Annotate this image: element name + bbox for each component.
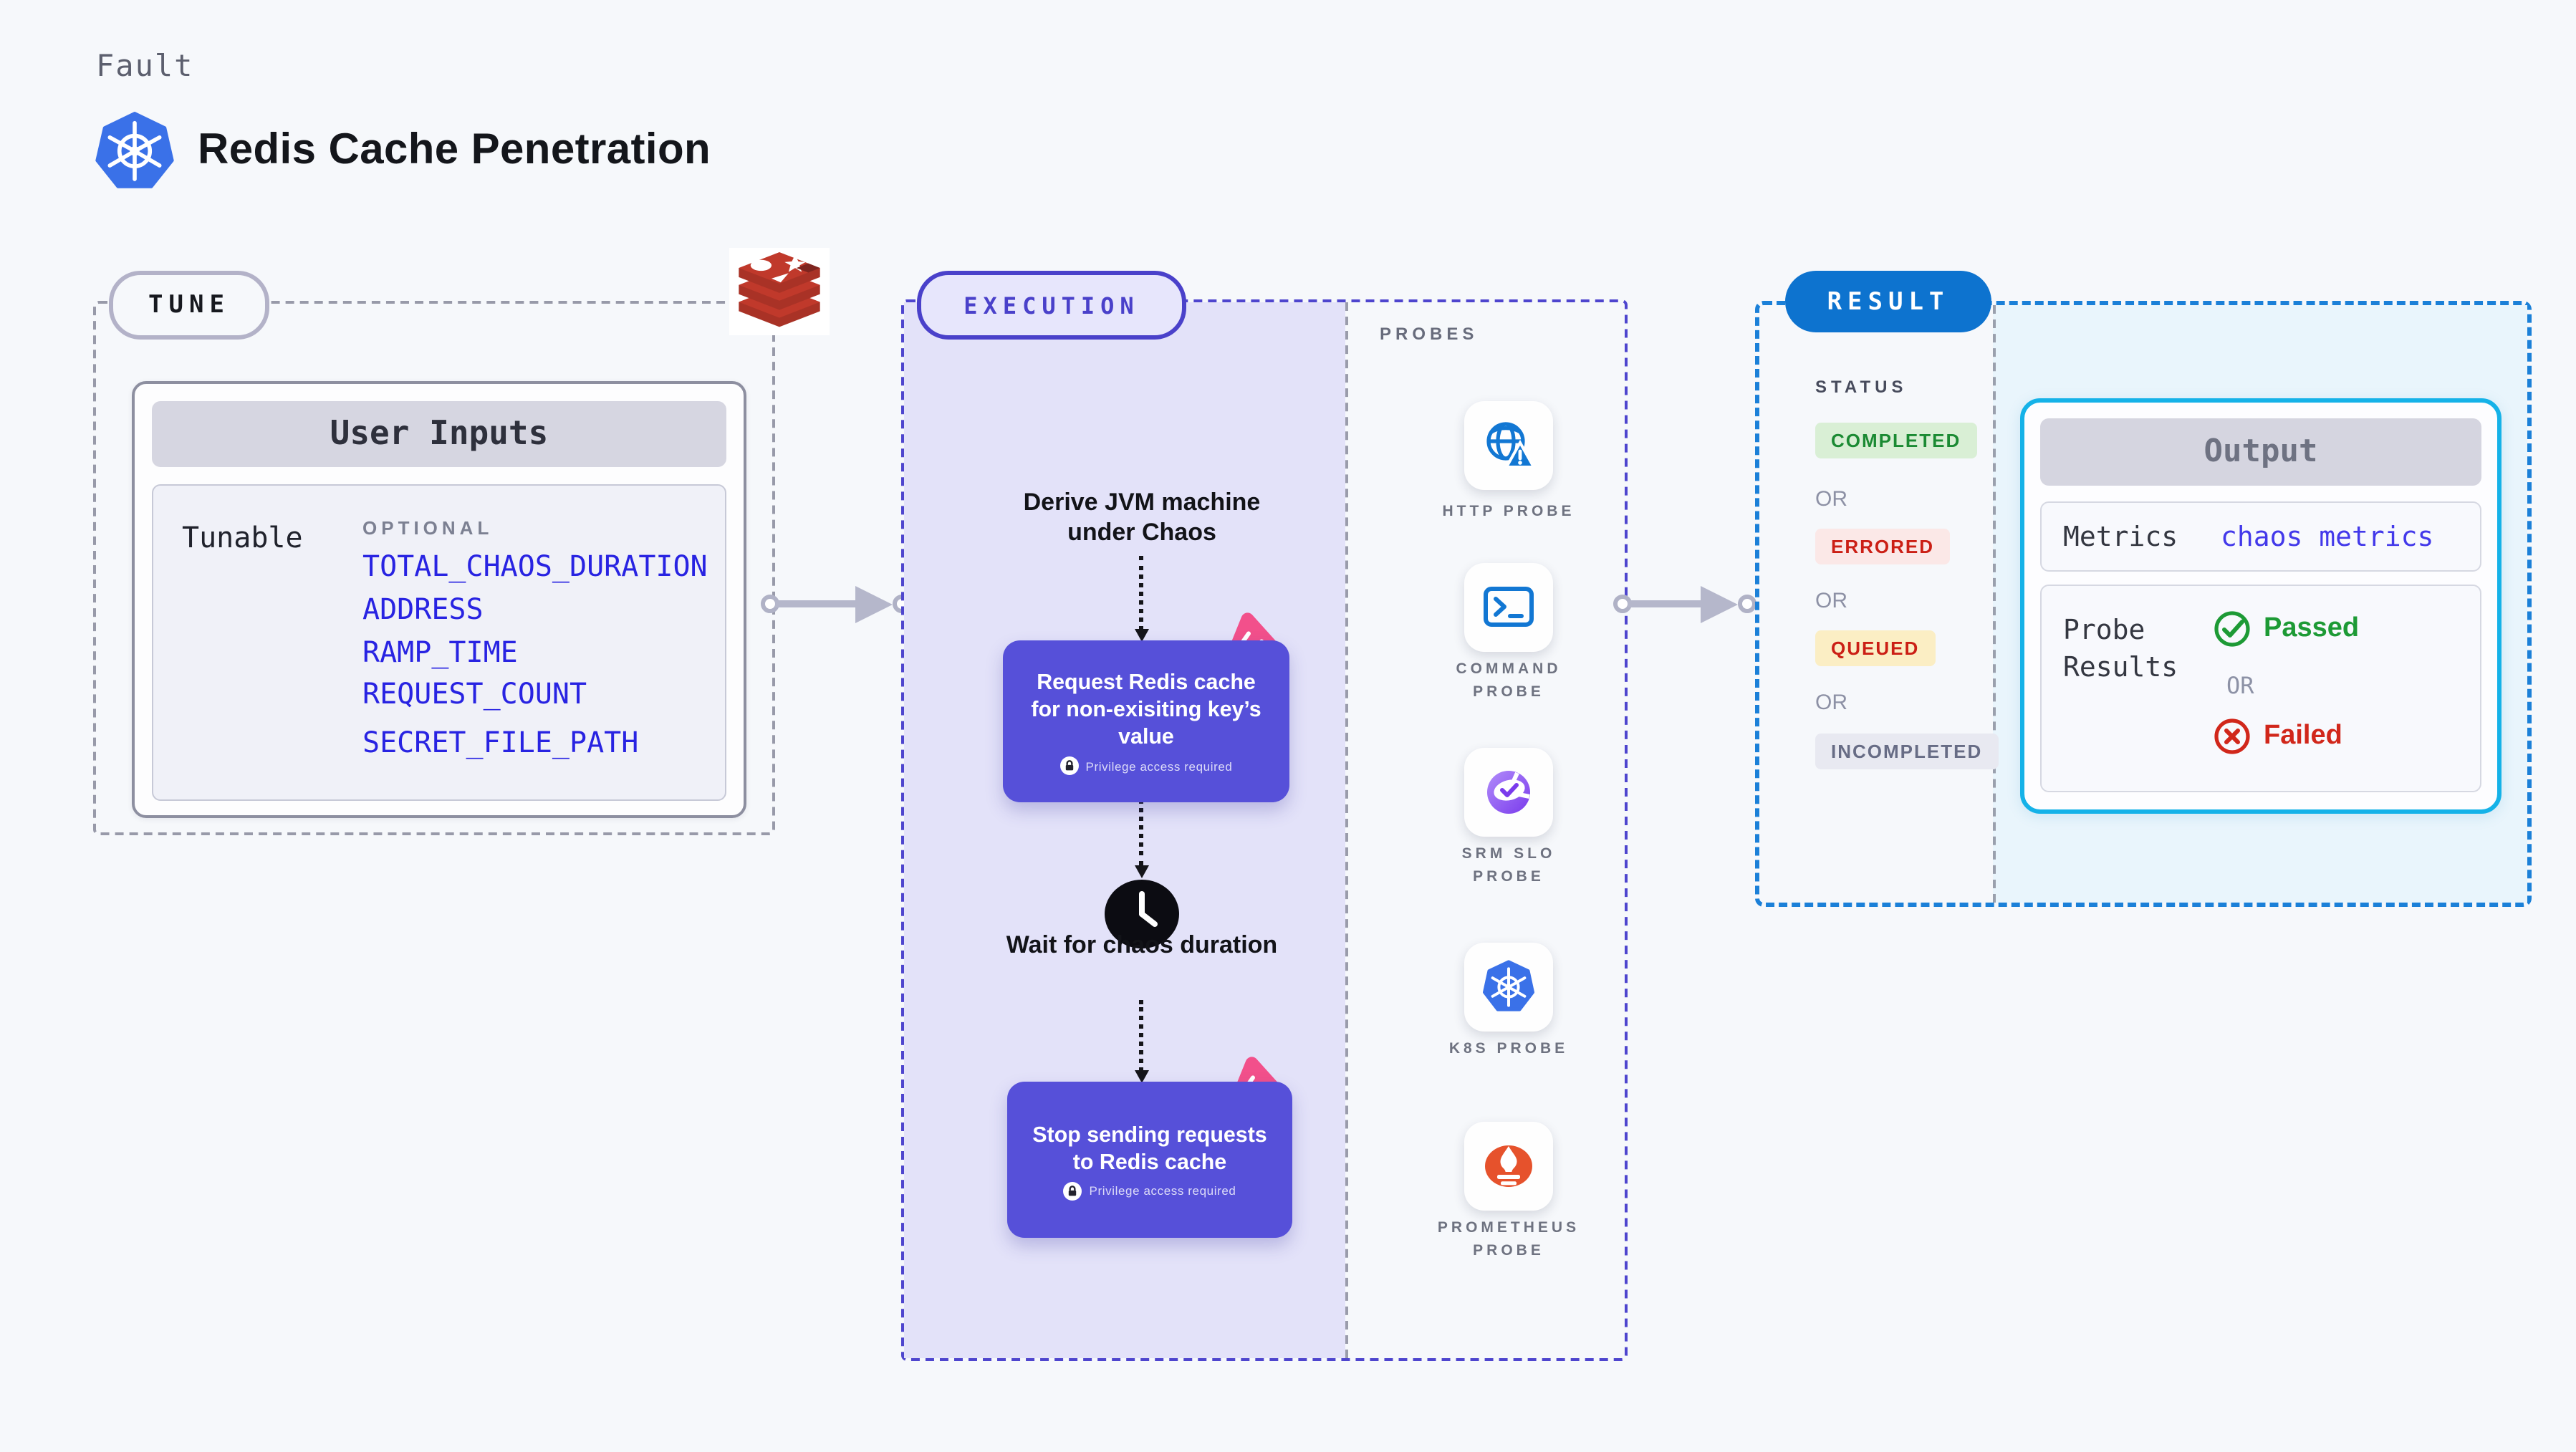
output-card: Output Metrics chaos metrics Probe Resul… <box>2020 398 2501 814</box>
or-separator: OR <box>1815 589 1847 613</box>
privilege-note-text: Privilege access required <box>1085 759 1233 773</box>
probe-card-prometheus <box>1464 1122 1553 1211</box>
status-badge-errored: ERRORED <box>1815 529 1951 564</box>
kubernetes-icon <box>1483 960 1534 1011</box>
flow-connector <box>1135 556 1149 642</box>
passed-label: Passed <box>2264 613 2360 643</box>
step-wait-duration: Wait for chaos duration <box>1006 931 1278 958</box>
variable-link[interactable]: SECRET_FILE_PATH <box>362 725 639 759</box>
chaos-step-card: Request Redis cache for non-exisiting ke… <box>1003 640 1289 802</box>
variable-link[interactable]: ADDRESS <box>362 592 484 626</box>
metrics-label: Metrics <box>2063 521 2178 553</box>
variable-link[interactable]: RAMP_TIME <box>362 635 518 669</box>
probe-label-http: HTTP PROBE <box>1442 503 1575 520</box>
flow-connector <box>1135 789 1149 878</box>
probe-label-command: COMMAND PROBE <box>1456 660 1562 701</box>
terminal-icon <box>1484 587 1534 627</box>
variable-link[interactable]: TOTAL_CHAOS_DURATION <box>362 549 708 583</box>
tune-section-box <box>93 301 775 835</box>
tune-pill: TUNE <box>109 271 269 340</box>
passed-verdict: Passed <box>2214 610 2359 648</box>
metrics-row: Metrics chaos metrics <box>2040 501 2481 572</box>
probe-card-srm-slo <box>1464 748 1553 837</box>
user-inputs-rows: Tunable OPTIONAL TOTAL_CHAOS_DURATION AD… <box>152 484 726 801</box>
lock-icon <box>1063 1181 1082 1200</box>
chaos-metrics-link[interactable]: chaos metrics <box>2221 521 2434 553</box>
failed-label: Failed <box>2264 721 2342 751</box>
probe-results-row: Probe Results Passed OR Failed <box>2040 585 2481 792</box>
optional-tag: OPTIONAL <box>362 517 494 539</box>
lock-icon <box>1059 756 1079 775</box>
kubernetes-icon <box>95 110 175 193</box>
execution-pill: EXECUTION <box>917 271 1186 340</box>
probe-label-srm-slo: SRM SLO PROBE <box>1461 845 1556 885</box>
privilege-note-text: Privilege access required <box>1089 1183 1236 1198</box>
flow-connector <box>1135 1000 1149 1083</box>
privilege-note: Privilege access required <box>1063 1181 1236 1200</box>
execution-to-result-arrow <box>1613 586 1756 623</box>
status-column-label: STATUS <box>1815 377 1908 397</box>
chaos-step-title: Stop sending requests to Redis cache <box>1032 1122 1267 1174</box>
x-circle-icon <box>2214 718 2250 754</box>
chaos-step-card: Stop sending requests to Redis cache Pri… <box>1007 1082 1292 1238</box>
chaos-step-title: Request Redis cache for non-exisiting ke… <box>1031 670 1261 749</box>
status-badge-incompleted: INCOMPLETED <box>1815 734 1999 769</box>
user-inputs-header: User Inputs <box>152 401 726 467</box>
probes-divider <box>1345 302 1348 1358</box>
result-pill: RESULT <box>1785 271 1991 332</box>
output-header: Output <box>2040 418 2481 486</box>
tune-to-execution-arrow <box>761 586 911 623</box>
user-inputs-card: User Inputs Tunable OPTIONAL TOTAL_CHAOS… <box>132 381 746 818</box>
globe-warning-icon <box>1486 422 1536 468</box>
or-separator: OR <box>1815 487 1847 511</box>
probes-column-label: PROBES <box>1380 324 1479 344</box>
failed-verdict: Failed <box>2214 718 2342 755</box>
page-title: Redis Cache Penetration <box>198 126 711 173</box>
status-badge-queued: QUEUED <box>1815 630 1936 666</box>
tunable-row-label: Tunable <box>182 520 303 554</box>
donut-check-icon <box>1487 771 1530 814</box>
fault-kind-label: Fault <box>96 49 194 83</box>
probe-label-k8s: K8S PROBE <box>1448 1040 1569 1057</box>
clock-icon <box>1103 878 1181 957</box>
or-separator: OR <box>2226 672 2254 699</box>
check-circle-icon <box>2214 611 2250 647</box>
probe-card-k8s <box>1464 943 1553 1032</box>
step-derive-jvm: Derive JVM machine under Chaos <box>1023 489 1261 546</box>
redis-icon <box>729 248 830 335</box>
probe-card-command <box>1464 563 1553 652</box>
status-badge-completed: COMPLETED <box>1815 423 1977 458</box>
or-separator: OR <box>1815 691 1847 715</box>
probe-label-prometheus: PROMETHEUS PROBE <box>1437 1219 1580 1259</box>
probe-card-http <box>1464 401 1553 490</box>
privilege-note: Privilege access required <box>1059 756 1233 775</box>
probe-results-label: Probe Results <box>2063 615 2178 683</box>
prometheus-flame-icon <box>1485 1145 1532 1187</box>
variable-link[interactable]: REQUEST_COUNT <box>362 676 587 711</box>
